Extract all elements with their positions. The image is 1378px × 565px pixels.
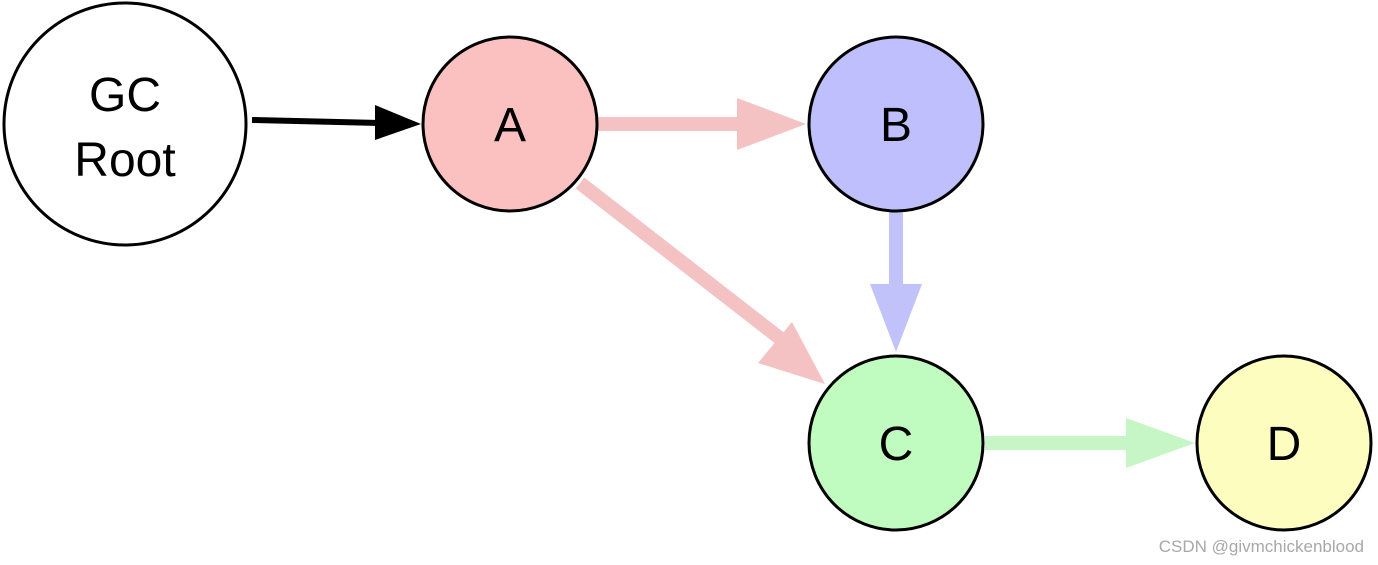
edge-b-to-c — [870, 210, 922, 352]
node-d-circle — [1195, 354, 1373, 532]
node-d-label: D — [1267, 418, 1302, 471]
edge-c-to-d-arrowhead — [1126, 418, 1195, 468]
edge-b-to-c-arrowhead — [870, 284, 922, 352]
edge-gc-root-to-a-arrowhead — [375, 105, 421, 140]
edge-a-to-b-arrowhead — [737, 98, 806, 150]
node-gc-root-label-line1: GC — [89, 69, 161, 122]
edge-a-to-c — [575, 177, 825, 384]
edge-c-to-d — [985, 418, 1195, 468]
node-c-label: C — [879, 418, 914, 471]
node-d: D — [1195, 354, 1373, 532]
node-a: A — [421, 35, 599, 213]
edge-gc-root-to-a-shaft — [251, 117, 381, 126]
edge-a-to-c-shaft — [575, 177, 791, 349]
node-gc-root: GC Root — [2, 1, 248, 247]
node-gc-root-label-line2: Root — [74, 134, 175, 187]
node-c-circle — [807, 354, 985, 532]
node-c: C — [807, 354, 985, 532]
node-a-circle — [421, 35, 599, 213]
edge-a-to-b — [598, 98, 806, 150]
edge-a-to-c-arrowhead — [758, 322, 825, 384]
node-b-circle — [807, 35, 985, 213]
node-gc-root-circle — [2, 1, 248, 247]
watermark: CSDN @givmchickenblood — [1158, 537, 1364, 556]
node-b-label: B — [880, 99, 912, 152]
node-a-label: A — [494, 99, 526, 152]
edge-gc-root-to-a — [251, 105, 421, 140]
node-b: B — [807, 35, 985, 213]
